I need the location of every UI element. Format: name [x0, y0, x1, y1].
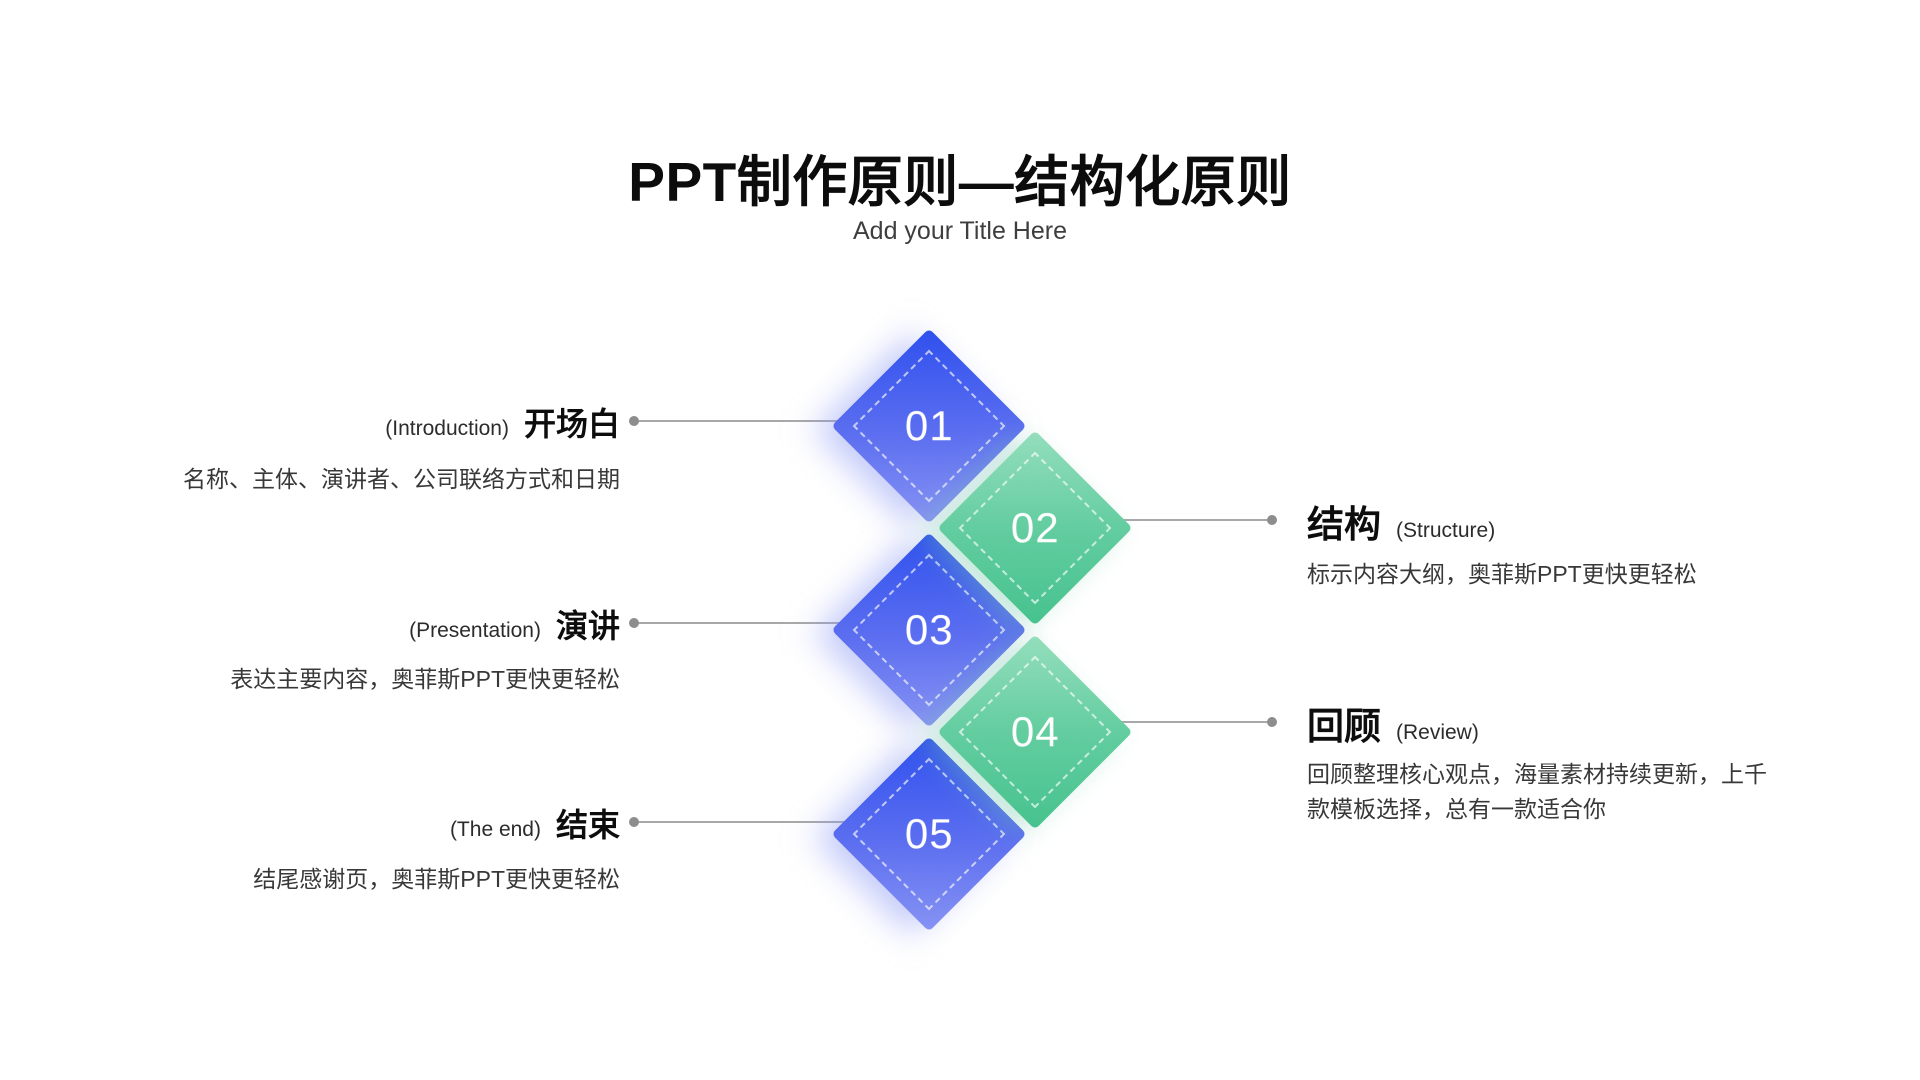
connector-dot-icon	[629, 817, 639, 827]
step-number: 04	[1010, 708, 1060, 755]
heading-review: 回顾 (Review)	[1307, 696, 1479, 750]
connector-dot-icon	[629, 416, 639, 426]
step-number: 02	[1010, 504, 1060, 551]
heading-the-end: (The end) 结束	[450, 800, 620, 846]
step-number: 05	[904, 810, 954, 857]
body-the-end: 结尾感谢页，奥菲斯PPT更快更轻松	[253, 866, 620, 892]
step-number: 03	[904, 606, 954, 653]
connector-dot-icon	[629, 618, 639, 628]
connector-line-review	[1063, 721, 1272, 723]
heading-en-label: (Review)	[1396, 721, 1479, 744]
heading-zh-label: 回顾	[1307, 706, 1381, 747]
connector-line-structure	[1063, 519, 1272, 521]
heading-en-label: (Structure)	[1396, 519, 1496, 542]
heading-zh-label: 演讲	[555, 608, 620, 644]
heading-zh-label: 结束	[555, 807, 620, 843]
connector-dot-icon	[1267, 717, 1277, 727]
body-review: 回顾整理核心观点，海量素材持续更新，上千款模板选择，总有一款适合你	[1307, 761, 1767, 822]
heading-en-label: (Introduction)	[385, 417, 509, 440]
slide-title: PPT制作原则—结构化原则	[628, 151, 1292, 213]
heading-presentation: (Presentation) 演讲	[409, 601, 620, 647]
body-presentation: 表达主要内容，奥菲斯PPT更快更轻松	[230, 666, 620, 692]
heading-en-label: (Presentation)	[409, 619, 541, 642]
step-number: 01	[904, 402, 954, 449]
connector-line-presentation	[633, 622, 868, 624]
connector-line-the-end	[633, 821, 868, 823]
connector-dot-icon	[1267, 515, 1277, 525]
body-structure: 标示内容大纲，奥菲斯PPT更快更轻松	[1307, 561, 1697, 587]
slide-subtitle: Add your Title Here	[853, 217, 1067, 245]
heading-structure: 结构 (Structure)	[1307, 494, 1495, 548]
heading-zh-label: 结构	[1307, 504, 1381, 545]
connector-line-introduction	[633, 420, 868, 422]
heading-en-label: (The end)	[449, 818, 541, 841]
body-introduction: 名称、主体、演讲者、公司联络方式和日期	[183, 466, 620, 492]
heading-zh-label: 开场白	[523, 406, 620, 442]
heading-introduction: (Introduction) 开场白	[385, 399, 620, 445]
